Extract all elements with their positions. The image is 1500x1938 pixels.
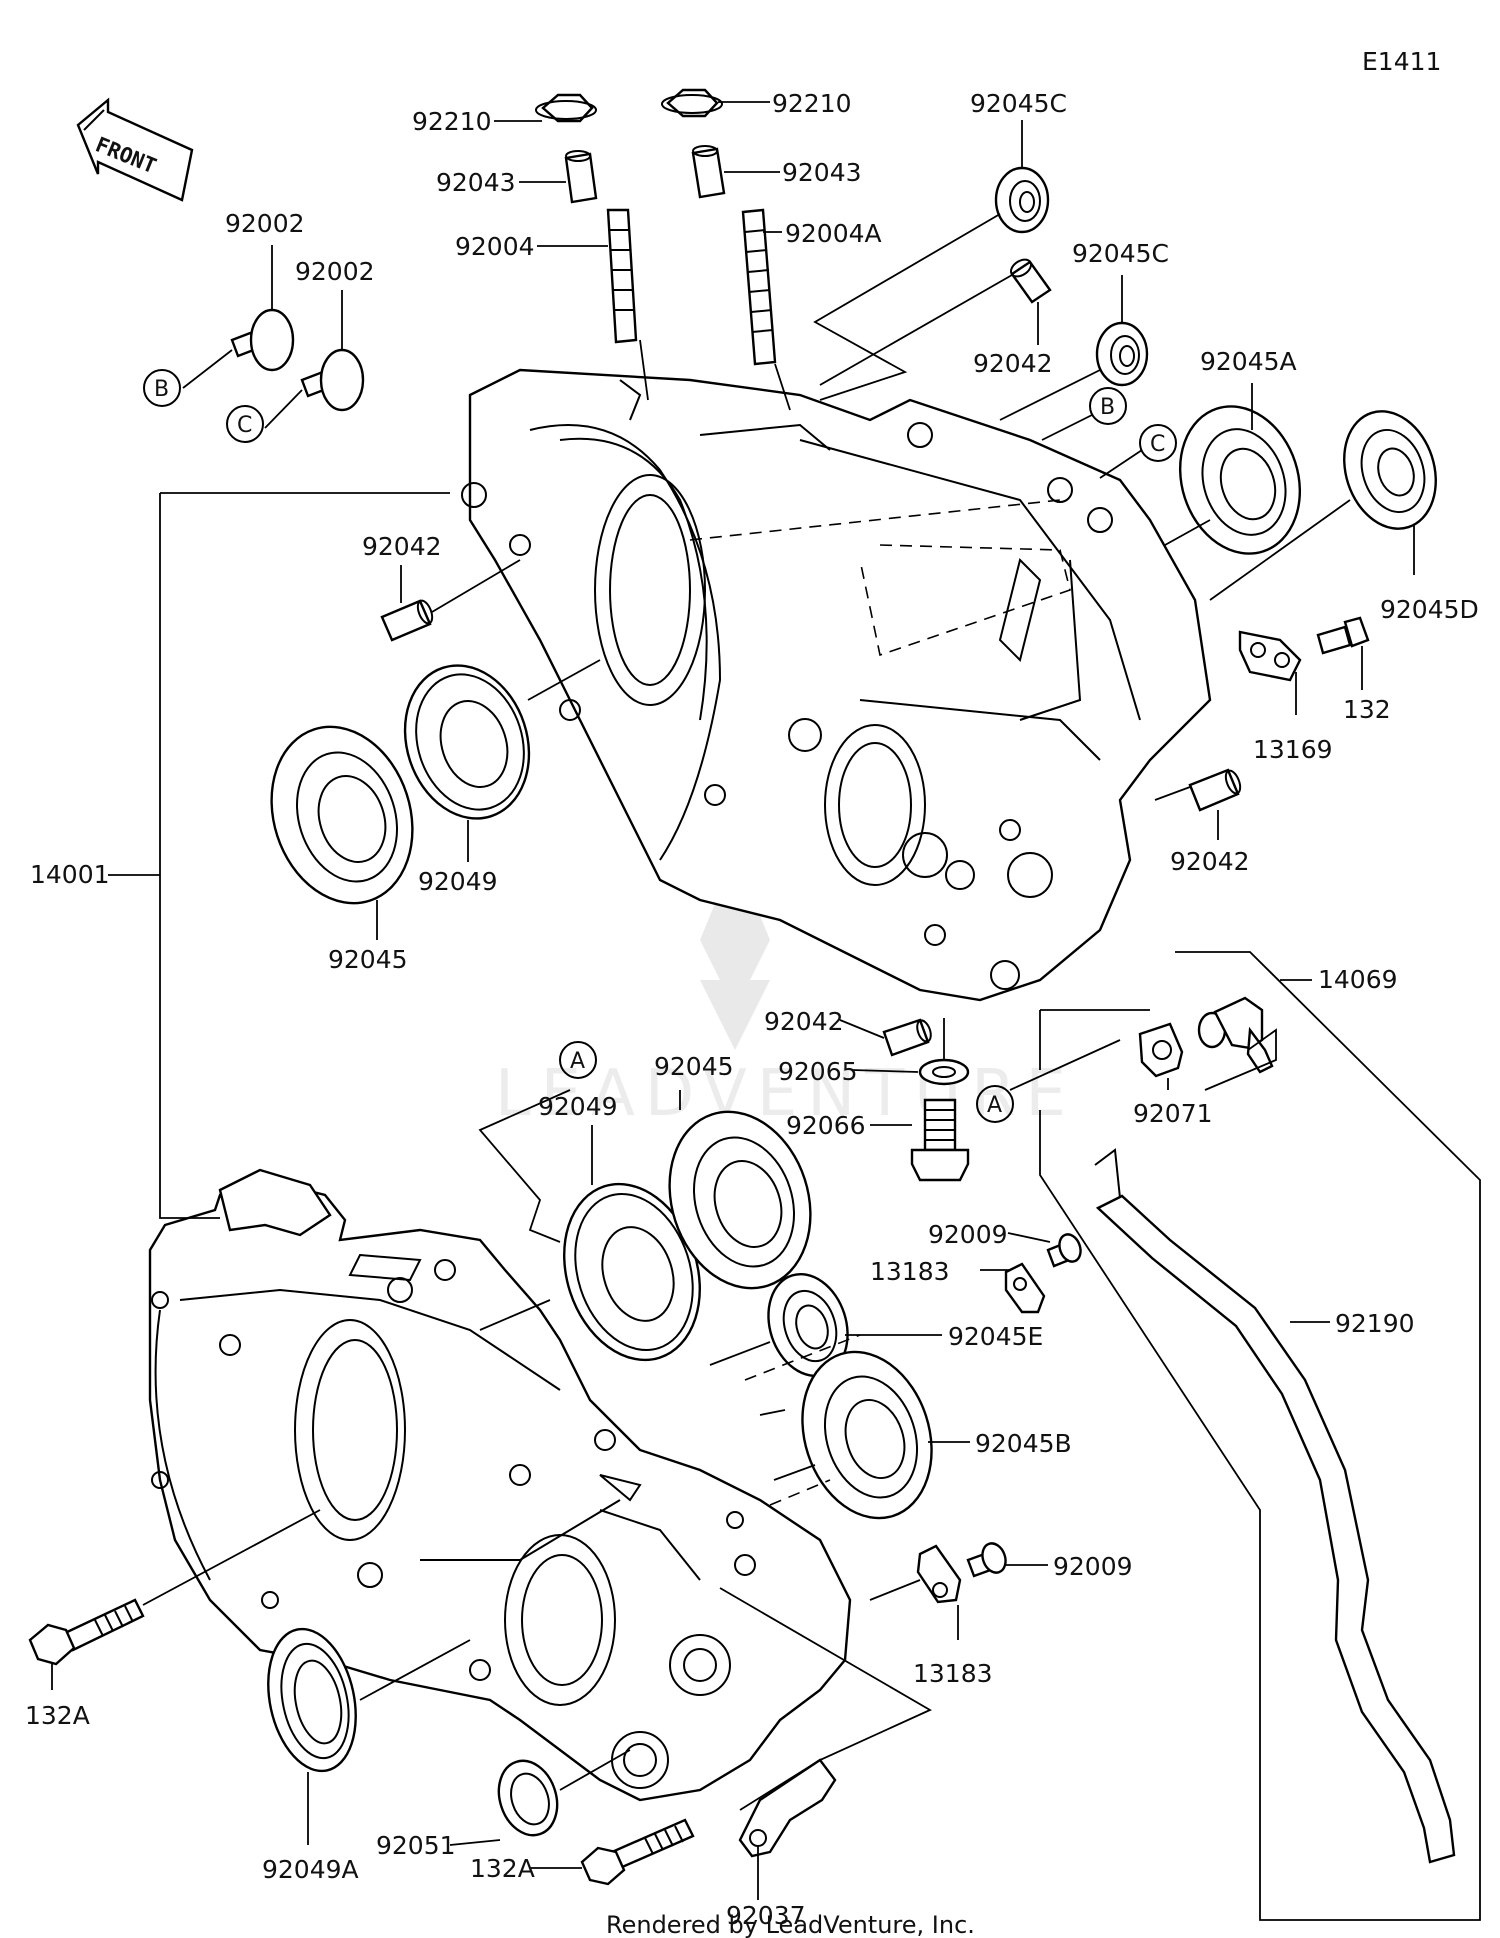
label-92002-b: 92002 [225, 209, 305, 238]
svg-text:A: A [570, 1049, 585, 1074]
screw-92009-upper [1046, 1233, 1082, 1268]
label-92051: 92051 [376, 1831, 456, 1860]
part-labels: 92210 92210 92043 92043 92004 92004A 920… [25, 89, 1479, 1930]
svg-text:C: C [237, 413, 252, 438]
plate-13183-lower [916, 1544, 962, 1604]
ref-circle-a-right: A [976, 1085, 1014, 1123]
label-92065: 92065 [778, 1057, 858, 1086]
bearing-92045C-lower [1095, 321, 1149, 387]
screw-92009-lower [966, 1542, 1007, 1578]
label-92042-right: 92042 [1170, 847, 1250, 876]
label-132A-left: 132A [25, 1701, 90, 1730]
bearing-92045A [1178, 405, 1302, 555]
label-92071: 92071 [1133, 1099, 1213, 1128]
leadventure-watermark: LEADVENTURE [495, 855, 1076, 1131]
bearing-92045B [801, 1350, 933, 1520]
bolt-132A-left [28, 1598, 145, 1666]
plate-13183-upper [1004, 1262, 1046, 1314]
nut-92210-left [535, 93, 597, 123]
label-92045C-upper: 92045C [970, 89, 1067, 118]
dowel-92042-right [1188, 768, 1242, 812]
label-92042-bottom: 92042 [764, 1007, 844, 1036]
label-92210-left: 92210 [412, 107, 492, 136]
label-92004: 92004 [455, 232, 535, 261]
label-92043-left: 92043 [436, 168, 516, 197]
ref-circle-b-upper: B [1089, 387, 1127, 425]
svg-text:B: B [154, 377, 169, 402]
label-92045B: 92045B [975, 1429, 1072, 1458]
label-13183-upper: 13183 [870, 1257, 950, 1286]
leader-lines [51, 101, 1481, 1921]
svg-text:C: C [1150, 432, 1165, 457]
watermark-text: LEADVENTURE [495, 1057, 1076, 1131]
screw-92002-c [300, 348, 365, 412]
label-92045D: 92045D [1380, 595, 1479, 624]
label-92045E: 92045E [948, 1322, 1043, 1351]
dowel-92042-left [380, 599, 434, 642]
bearing-92045-lower [668, 1110, 812, 1290]
svg-text:B: B [1100, 395, 1115, 420]
screw-92002-b [230, 308, 295, 372]
plate-13169 [1238, 630, 1302, 682]
label-92045-upper: 92045 [328, 945, 408, 974]
label-92037: 92037 [726, 1901, 806, 1930]
bearing-92045D [1343, 410, 1437, 530]
label-92049A: 92049A [262, 1855, 359, 1884]
footer-credit: Rendered by LeadVenture, Inc. [606, 1911, 975, 1938]
bolt-132 [1316, 616, 1370, 655]
label-92049-lower: 92049 [538, 1092, 618, 1121]
label-92045A: 92045A [1200, 347, 1297, 376]
bolt-92066 [910, 1098, 970, 1182]
grommet-92071 [1138, 1022, 1184, 1078]
breather-hose-92190 [1094, 1148, 1456, 1864]
label-14001: 14001 [30, 860, 110, 889]
label-92042-top: 92042 [973, 349, 1053, 378]
label-92210-right: 92210 [772, 89, 852, 118]
svg-text:A: A [987, 1093, 1002, 1118]
bearing-92045-upper [270, 725, 414, 905]
label-13183-lower: 13183 [913, 1659, 993, 1688]
stud-92004 [606, 208, 638, 344]
nut-92210-right [661, 88, 723, 118]
label-92190: 92190 [1335, 1309, 1415, 1338]
ref-circle-c-upper: C [1139, 424, 1177, 462]
seal-92049A [267, 1627, 357, 1773]
label-92009-lower: 92009 [1053, 1552, 1133, 1581]
upper-crankcase-half [461, 368, 1212, 1002]
ref-circle-b-left: B [143, 369, 181, 407]
label-92002-c: 92002 [295, 257, 375, 286]
stud-92004A [741, 208, 777, 366]
label-92042-left: 92042 [362, 532, 442, 561]
elbow-fitting-14069 [1197, 996, 1274, 1074]
collar-92043-left [564, 150, 598, 204]
label-92045-lower: 92045 [654, 1052, 734, 1081]
label-92043-right: 92043 [782, 158, 862, 187]
label-92009-upper: 92009 [928, 1220, 1008, 1249]
bolt-132A-bottom [580, 1818, 695, 1886]
label-13169: 13169 [1253, 735, 1333, 764]
washer-92065 [918, 1058, 970, 1086]
seal-92051 [497, 1759, 559, 1837]
label-132: 132 [1343, 695, 1391, 724]
ref-circle-a-left: A [559, 1041, 597, 1079]
ref-circle-c-left: C [226, 405, 264, 443]
collar-92043-right [691, 145, 726, 199]
label-92004A: 92004A [785, 219, 882, 248]
diagram-code: E1411 [1362, 47, 1441, 76]
front-arrow-icon: FRONT [76, 97, 194, 202]
label-92066: 92066 [786, 1111, 866, 1140]
dowel-92042-bottom [882, 1018, 932, 1057]
guide-92037 [738, 1758, 837, 1858]
label-132A-bottom: 132A [470, 1854, 535, 1883]
bearing-92045C-upper [994, 166, 1050, 234]
seal-92049-upper [403, 664, 531, 820]
label-92049-upper: 92049 [418, 867, 498, 896]
dowel-92042-top [1010, 258, 1052, 304]
label-14069: 14069 [1318, 965, 1398, 994]
label-92045C-lower: 92045C [1072, 239, 1169, 268]
